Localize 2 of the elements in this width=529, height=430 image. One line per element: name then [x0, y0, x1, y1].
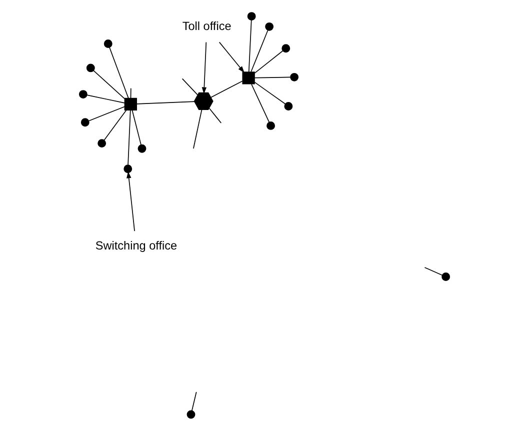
node-text: Toll office: [182, 19, 232, 34]
node-text: Switching office: [95, 238, 178, 252]
